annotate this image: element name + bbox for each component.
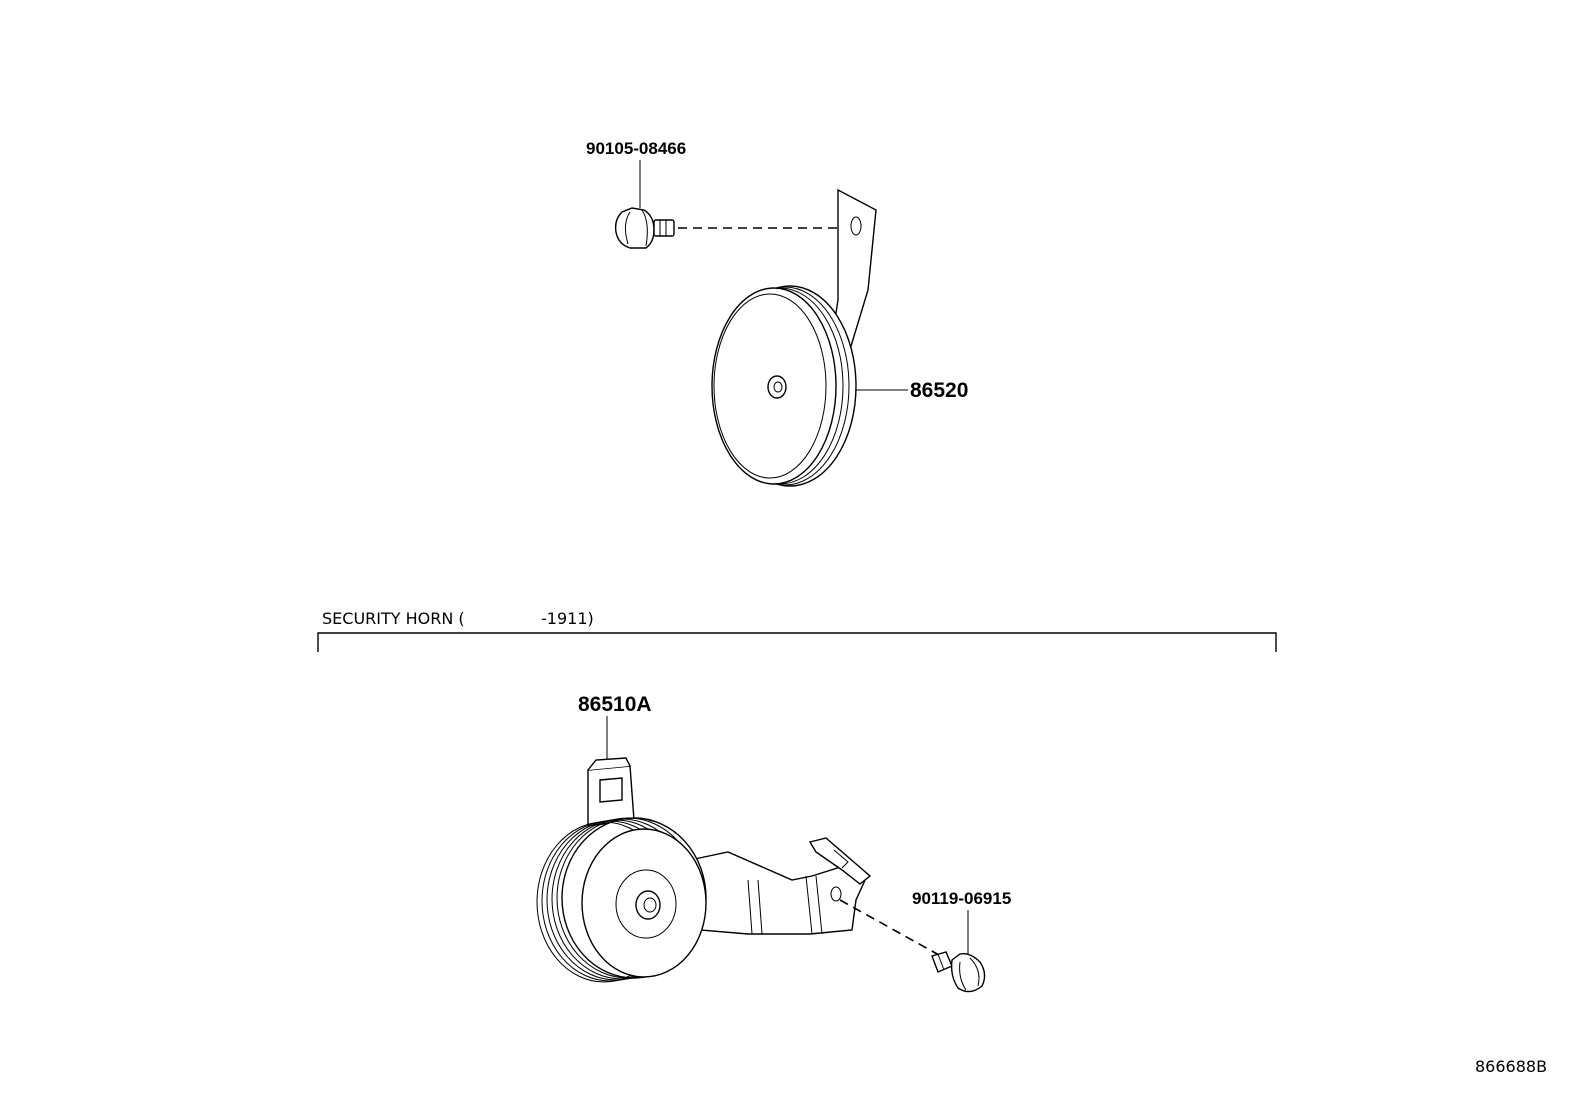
bolt-bottom-part-number: 90119-06915	[912, 889, 1011, 908]
horn-86520-icon	[711, 188, 908, 487]
horn-86520-part-number: 86520	[910, 379, 968, 402]
bolt-top-icon	[614, 160, 675, 249]
section-range: -1911)	[541, 609, 594, 628]
section-bracket	[317, 632, 1277, 652]
bolt-bottom-dashed-line	[839, 899, 949, 961]
bolt-top-part-number: 90105-08466	[586, 139, 686, 158]
security-horn-section: SECURITY HORN ( -1911)	[317, 609, 1277, 652]
bolt-bottom-icon	[931, 910, 986, 993]
security-horn-86510a-icon	[536, 716, 872, 983]
diagram-code: 866688B	[1475, 1057, 1547, 1076]
security-horn-part-number: 86510A	[578, 693, 652, 716]
section-title: SECURITY HORN (	[322, 609, 465, 628]
